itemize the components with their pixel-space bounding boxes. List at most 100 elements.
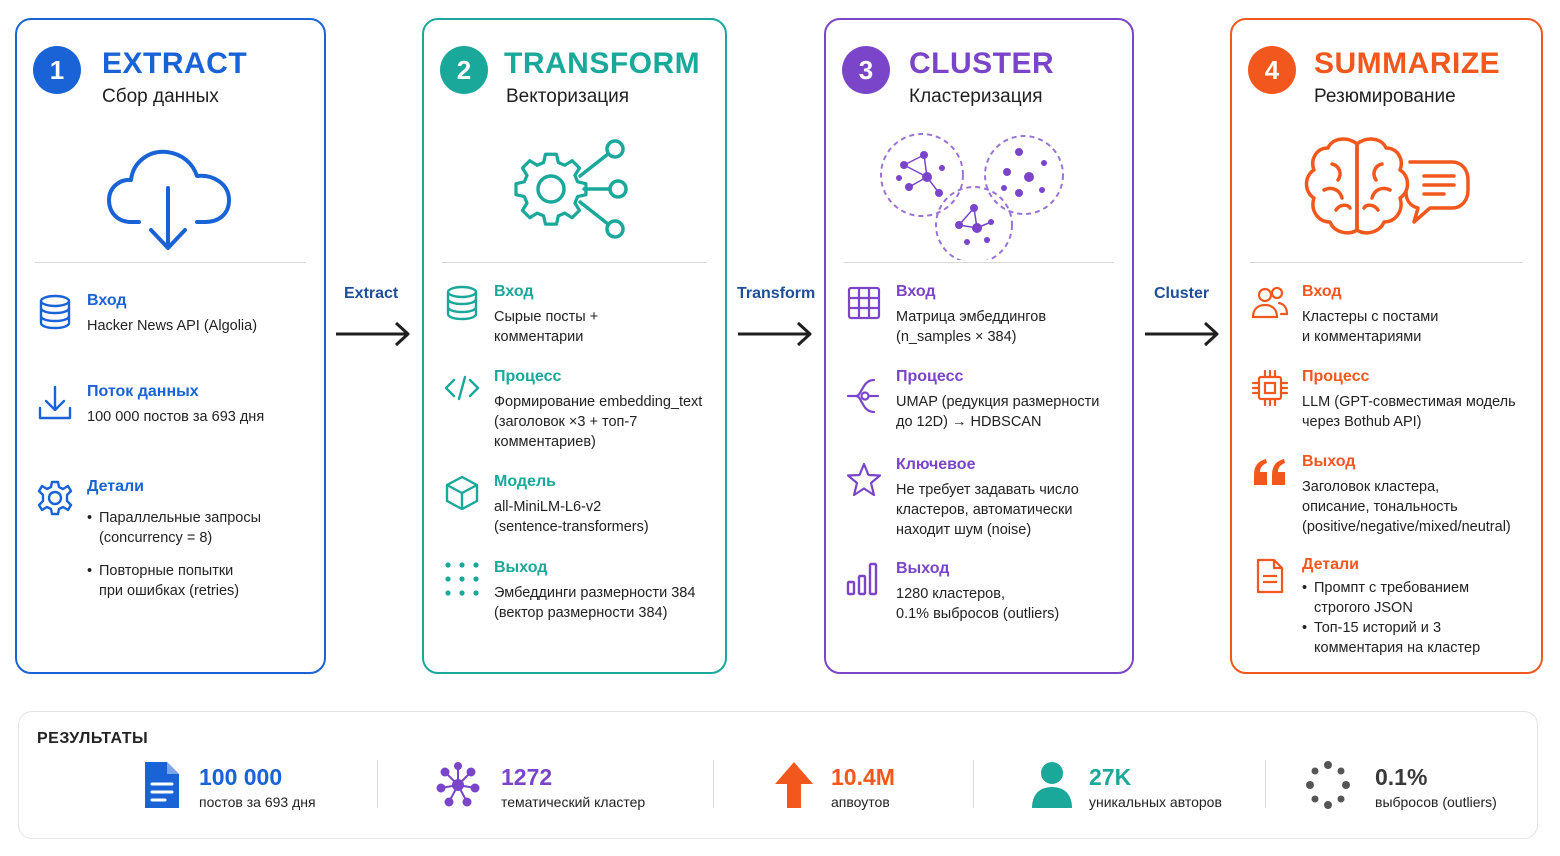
section-heading: Выход (1302, 453, 1356, 470)
bullet-list: Параллельные запросы (concurrency = 8) П… (87, 508, 318, 601)
section-heading: Процесс (896, 368, 964, 385)
stage-card-extract: 1 EXTRACT Сбор данных Вход Hacker News A… (15, 18, 326, 674)
metric-value: 100 000 (199, 764, 283, 790)
bullet-item: Параллельные запросы (concurrency = 8) (87, 508, 318, 548)
section-heading: Выход (896, 560, 950, 577)
download-icon (38, 385, 72, 420)
stage-subtitle: Резюмирование (1314, 86, 1456, 107)
bar-chart-icon (846, 562, 878, 596)
metric-label: апвоутов (831, 794, 890, 810)
arrow-label-transform: Transform (737, 285, 816, 302)
separator (973, 760, 974, 808)
stage-title: EXTRACT (102, 47, 248, 80)
metric-posts: 100 000 постов за 693 дня (139, 756, 359, 816)
section-text: Матрица эмбеддингов (n_samples × 384) (896, 309, 1047, 345)
database-icon (446, 285, 478, 321)
stage-title: TRANSFORM (504, 47, 701, 80)
brain-chat-icon (1232, 130, 1541, 262)
section-heading: Вход (1302, 283, 1342, 300)
metric-upvotes: 10.4M апвоутов (771, 756, 971, 816)
stage-number: 2 (440, 46, 488, 94)
metric-label: выбросов (outliers) (1375, 794, 1497, 810)
cube-icon (445, 475, 479, 511)
metric-label: уникальных авторов (1089, 794, 1222, 810)
quote-icon (1254, 459, 1285, 485)
gear-network-icon (424, 130, 725, 262)
stage-card-transform: 2 TRANSFORM Векторизация Вход Сырые пост… (422, 18, 727, 674)
section-heading: Поток данных (87, 383, 199, 400)
section-heading: Вход (494, 283, 534, 300)
section-text: Hacker News API (Algolia) (87, 318, 258, 334)
metric-value: 10.4M (831, 764, 895, 790)
metric-outliers: 0.1% выбросов (outliers) (1305, 756, 1525, 816)
stage-subtitle: Сбор данных (102, 86, 219, 107)
section-heading: Процесс (1302, 368, 1370, 385)
section-text: 1280 кластеров, 0.1% выбросов (outliers) (896, 586, 1060, 622)
grid-icon (847, 286, 881, 320)
arrow-right-icon (1145, 321, 1219, 347)
stage-title: SUMMARIZE (1314, 47, 1501, 80)
document-icon (145, 762, 179, 808)
section-text: Сырые посты + комментарии (494, 309, 599, 345)
section-heading: Процесс (494, 368, 562, 385)
arrow-label-extract: Extract (344, 285, 399, 302)
section-heading: Выход (494, 559, 548, 576)
section-text: UMAP (редукция размерности до 12D) → HDB… (896, 394, 1100, 430)
stage-card-summarize: 4 SUMMARIZE Резюмирование Вход Кластеры … (1230, 18, 1543, 674)
stage-number: 4 (1248, 46, 1296, 94)
database-icon (39, 294, 71, 330)
section-heading: Ключевое (896, 456, 976, 473)
metric-label: тематический кластер (501, 794, 646, 810)
metric-value: 0.1% (1375, 764, 1428, 790)
arrow-up-icon (775, 762, 813, 808)
divider (442, 262, 707, 263)
arrow-right-icon (738, 321, 812, 347)
metric-authors: 27K уникальных авторов (1029, 756, 1259, 816)
separator (377, 760, 378, 808)
clusters-icon (826, 130, 1132, 262)
metric-value: 27K (1089, 764, 1132, 790)
bullet-item: Промпт с требованием строгого JSON (1302, 578, 1535, 618)
section-text: LLM (GPT-совместимая модель через Bothub… (1302, 394, 1516, 430)
section-text: Эмбеддинги размерности 384 (вектор разме… (494, 585, 696, 621)
section-text: Кластеры с постами и комментариями (1302, 309, 1439, 345)
stage-subtitle: Векторизация (506, 86, 630, 107)
results-panel: РЕЗУЛЬТАТЫ 100 000 постов за 693 дня 127… (18, 711, 1538, 839)
section-text: Формирование embedding_text (заголовок ×… (494, 394, 703, 450)
bullet-list: Промпт с требованием строгого JSON Топ-1… (1302, 578, 1535, 658)
section-heading: Вход (896, 283, 936, 300)
stage-number: 3 (842, 46, 890, 94)
section-text: 100 000 постов за 693 дня (87, 409, 265, 425)
dotted-circle-icon (1306, 761, 1350, 809)
branch-icon (846, 378, 880, 414)
stage-card-cluster: 3 CLUSTER Кластеризация Вход Матрица эмб… (824, 18, 1134, 674)
divider (35, 262, 306, 263)
user-icon (1032, 762, 1072, 808)
stage-number: 1 (33, 46, 81, 94)
gear-icon (37, 480, 73, 516)
results-title: РЕЗУЛЬТАТЫ (37, 730, 149, 747)
section-heading: Детали (1302, 556, 1360, 573)
metric-clusters: 1272 тематический кластер (435, 756, 695, 816)
metric-label: постов за 693 дня (199, 794, 316, 810)
metric-value: 1272 (501, 764, 553, 790)
divider (1250, 262, 1523, 263)
bullet-item: Топ-15 историй и 3 комментария на класте… (1302, 618, 1535, 658)
section-text: Заголовок кластера, описание, тональност… (1302, 479, 1511, 535)
section-text: all-MiniLM-L6-v2 (sentence-transformers) (494, 499, 649, 535)
section-heading: Детали (87, 478, 145, 495)
users-icon (1251, 286, 1289, 319)
stage-subtitle: Кластеризация (909, 86, 1043, 107)
document-icon (1256, 558, 1284, 594)
code-icon (444, 375, 480, 401)
arrow-right-icon (336, 321, 410, 347)
stage-title: CLUSTER (909, 47, 1055, 80)
network-icon (436, 762, 480, 807)
section-text: Не требует задавать число кластеров, авт… (896, 482, 1079, 538)
section-heading: Вход (87, 292, 127, 309)
section-heading: Модель (494, 473, 556, 490)
arrow-label-cluster: Cluster (1154, 285, 1210, 302)
star-icon (846, 462, 882, 497)
divider (844, 262, 1114, 263)
separator (713, 760, 714, 808)
